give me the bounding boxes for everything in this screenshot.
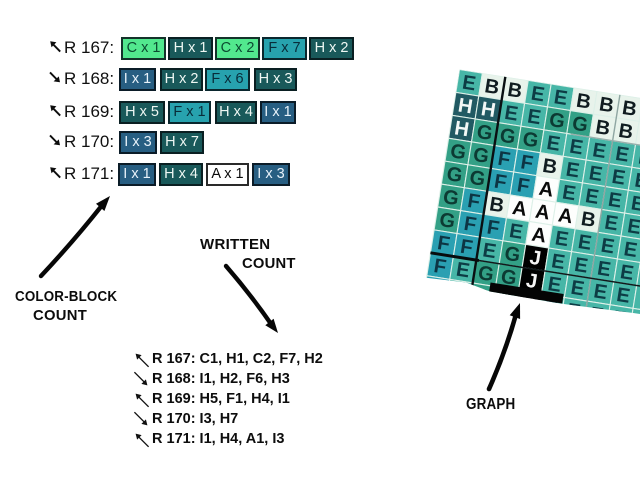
svg-text:F: F xyxy=(429,278,445,302)
svg-text:G: G xyxy=(521,128,540,152)
svg-text:E: E xyxy=(569,277,586,301)
svg-text:B: B xyxy=(579,208,597,232)
svg-text:A: A xyxy=(557,204,575,228)
svg-text:E: E xyxy=(638,288,640,312)
svg-text:E: E xyxy=(561,181,578,205)
svg-text:E: E xyxy=(503,102,520,126)
svg-text:E: E xyxy=(554,227,571,251)
svg-text:E: E xyxy=(634,311,640,335)
svg-text:G: G xyxy=(472,144,491,168)
svg-text:E: E xyxy=(591,139,608,163)
svg-text:F: F xyxy=(466,190,482,214)
svg-text:E: E xyxy=(481,239,498,263)
svg-text:G: G xyxy=(441,186,460,210)
svg-text:E: E xyxy=(614,143,631,167)
svg-text:F: F xyxy=(459,236,475,260)
svg-text:E: E xyxy=(550,250,567,274)
svg-text:F: F xyxy=(493,171,509,195)
svg-text:J: J xyxy=(528,247,542,270)
svg-text:F: F xyxy=(485,216,501,240)
svg-text:E: E xyxy=(451,282,468,306)
svg-text:F: F xyxy=(496,148,512,172)
svg-text:E: E xyxy=(587,162,604,186)
svg-text:H: H xyxy=(457,94,475,118)
svg-text:B: B xyxy=(598,93,616,117)
svg-text:E: E xyxy=(588,303,605,327)
svg-text:E: E xyxy=(619,261,636,285)
svg-text:G: G xyxy=(503,243,522,267)
svg-text:A: A xyxy=(530,224,548,248)
svg-text:E: E xyxy=(630,192,640,216)
svg-text:G: G xyxy=(438,209,457,233)
svg-text:E: E xyxy=(626,215,640,239)
svg-text:A: A xyxy=(511,197,529,221)
svg-text:E: E xyxy=(566,300,583,324)
svg-text:H: H xyxy=(453,117,471,141)
svg-text:A: A xyxy=(534,201,552,225)
svg-text:E: E xyxy=(610,166,627,190)
svg-text:E: E xyxy=(564,159,581,183)
svg-text:E: E xyxy=(508,220,525,244)
svg-text:E: E xyxy=(603,212,620,236)
svg-text:B: B xyxy=(594,116,612,140)
svg-text:G: G xyxy=(476,262,495,286)
svg-text:G: G xyxy=(499,266,518,290)
svg-text:E: E xyxy=(596,257,613,281)
svg-text:J: J xyxy=(524,270,538,293)
svg-text:B: B xyxy=(621,97,639,121)
svg-text:E: E xyxy=(611,307,628,331)
svg-text:G: G xyxy=(475,121,494,145)
svg-text:B: B xyxy=(483,75,501,99)
svg-text:F: F xyxy=(519,151,535,175)
svg-text:E: E xyxy=(526,105,543,129)
svg-text:B: B xyxy=(506,79,524,103)
svg-text:G: G xyxy=(473,285,492,309)
svg-text:E: E xyxy=(607,189,624,213)
svg-text:B: B xyxy=(541,155,559,179)
svg-text:G: G xyxy=(468,167,487,191)
svg-text:G: G xyxy=(445,163,464,187)
svg-text:E: E xyxy=(455,259,472,283)
svg-text:E: E xyxy=(573,254,590,278)
svg-text:E: E xyxy=(461,72,478,96)
svg-text:E: E xyxy=(545,132,562,156)
svg-text:F: F xyxy=(436,232,452,256)
svg-text:E: E xyxy=(622,238,639,262)
svg-text:F: F xyxy=(432,255,448,279)
svg-text:B: B xyxy=(575,90,593,114)
svg-text:G: G xyxy=(548,109,567,133)
svg-text:B: B xyxy=(617,120,635,144)
svg-text:F: F xyxy=(515,174,531,198)
svg-text:E: E xyxy=(615,284,632,308)
svg-text:G: G xyxy=(571,113,590,137)
svg-text:E: E xyxy=(584,185,601,209)
svg-text:F: F xyxy=(462,213,478,237)
svg-text:B: B xyxy=(488,193,506,217)
svg-text:E: E xyxy=(576,231,593,255)
svg-text:E: E xyxy=(529,83,546,107)
svg-text:H: H xyxy=(479,98,497,122)
svg-text:G: G xyxy=(449,140,468,164)
svg-text:E: E xyxy=(599,235,616,259)
svg-text:E: E xyxy=(637,147,640,171)
svg-text:G: G xyxy=(498,125,517,149)
svg-text:E: E xyxy=(552,86,569,110)
svg-text:E: E xyxy=(568,136,585,160)
svg-text:E: E xyxy=(633,169,640,193)
svg-text:A: A xyxy=(537,178,555,202)
svg-text:E: E xyxy=(546,273,563,297)
svg-text:E: E xyxy=(592,280,609,304)
